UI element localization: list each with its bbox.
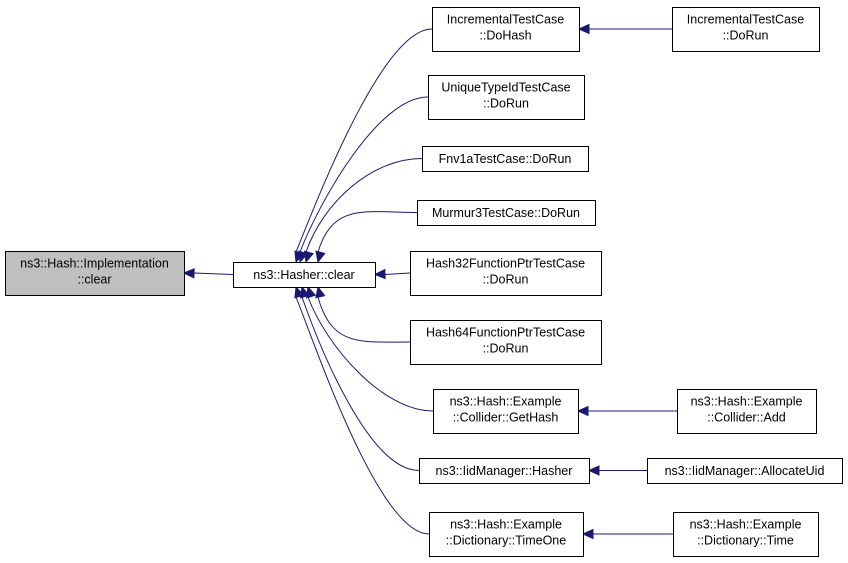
- call-edges: [182, 23, 677, 540]
- call-edge-h32_dorun-to-hasher_clear: [373, 268, 411, 280]
- node-h32_dorun[interactable]: Hash32FunctionPtrTestCase::DoRun: [410, 251, 602, 296]
- node-label: ns3::IidManager::Hasher: [436, 464, 573, 478]
- node-dict_timeone[interactable]: ns3::Hash::Example::Dictionary::TimeOne: [429, 512, 584, 557]
- node-label: UniqueTypeIdTestCase: [441, 81, 570, 95]
- node-label: ns3::Hasher::clear: [253, 268, 354, 282]
- node-box: [419, 458, 590, 484]
- node-label: ::DoRun: [483, 97, 529, 111]
- arrow-head-icon: [315, 250, 326, 264]
- node-label: ns3::Hash::Example: [450, 518, 562, 532]
- node-h64_dorun[interactable]: Hash64FunctionPtrTestCase::DoRun: [410, 320, 602, 365]
- node-inc_dohash[interactable]: IncrementalTestCase::DoHash: [432, 7, 580, 52]
- node-label: ::Collider::GetHash: [453, 411, 559, 425]
- node-label: ::DoHash: [479, 29, 531, 43]
- call-edge-hasher_clear-to-impl_clear: [182, 268, 234, 279]
- arrow-head-icon: [587, 465, 600, 476]
- node-box: [428, 75, 585, 120]
- call-edge-unique_dorun-to-hasher_clear: [298, 96, 429, 264]
- node-label: ns3::IidManager::AllocateUid: [665, 464, 825, 478]
- node-label: ns3::Hash::Implementation: [20, 257, 169, 271]
- arrow-head-icon: [294, 285, 305, 299]
- node-label: Hash32FunctionPtrTestCase: [426, 257, 585, 271]
- node-label: ::DoRun: [483, 273, 529, 287]
- node-label: Fnv1aTestCase::DoRun: [439, 152, 572, 166]
- node-box: [410, 320, 602, 365]
- arrow-head-icon: [182, 268, 195, 279]
- call-edge-dict_timeone-to-hasher_clear: [294, 285, 430, 535]
- node-label: ns3::Hash::Example: [691, 395, 803, 409]
- arrow-head-icon: [576, 405, 589, 417]
- node-iid_hasher[interactable]: ns3::IidManager::Hasher: [419, 458, 590, 484]
- node-box: [672, 7, 820, 52]
- node-label: Murmur3TestCase::DoRun: [432, 206, 580, 220]
- call-edge-iid_hasher-to-hasher_clear: [299, 285, 420, 471]
- node-box: [410, 251, 602, 296]
- node-label: IncrementalTestCase: [447, 13, 564, 27]
- call-edge-h64_dorun-to-hasher_clear: [315, 285, 411, 343]
- node-label: ::Collider::Add: [707, 411, 786, 425]
- edge-line: [317, 296, 411, 343]
- node-iid_allocate[interactable]: ns3::IidManager::AllocateUid: [647, 458, 843, 484]
- edge-line: [193, 272, 234, 275]
- call-edge-fnv_dorun-to-hasher_clear: [303, 158, 423, 264]
- node-label: ::DoRun: [483, 342, 529, 356]
- node-box: [433, 389, 579, 434]
- node-collider_add[interactable]: ns3::Hash::Example::Collider::Add: [677, 389, 817, 434]
- node-unique_dorun[interactable]: UniqueTypeIdTestCase::DoRun: [428, 75, 585, 120]
- node-box: [429, 512, 584, 557]
- call-edge-dict_time-to-dict_timeone: [581, 528, 673, 540]
- node-impl_clear[interactable]: ns3::Hash::Implementation::clear: [5, 251, 185, 296]
- edge-line: [305, 158, 423, 253]
- call-edge-murmur_dorun-to-hasher_clear: [315, 211, 418, 264]
- node-box: [422, 146, 589, 172]
- node-box: [233, 262, 376, 288]
- node-label: ::DoRun: [723, 29, 769, 43]
- node-label: ::Dictionary::Time: [697, 534, 794, 548]
- edge-line: [307, 296, 434, 412]
- edge-line: [295, 28, 433, 253]
- node-label: ns3::Hash::Example: [690, 518, 802, 532]
- edge-line: [295, 296, 430, 535]
- arrow-head-icon: [306, 285, 317, 299]
- node-box: [432, 7, 580, 52]
- node-fnv_dorun[interactable]: Fnv1aTestCase::DoRun: [422, 146, 589, 172]
- arrow-head-icon: [315, 285, 326, 299]
- node-dict_time[interactable]: ns3::Hash::Example::Dictionary::Time: [673, 512, 819, 557]
- arrow-head-icon: [373, 268, 386, 280]
- node-hasher_clear[interactable]: ns3::Hasher::clear: [233, 262, 376, 288]
- edge-line: [317, 211, 418, 253]
- arrow-head-icon: [303, 250, 314, 264]
- node-label: ::Dictionary::TimeOne: [446, 534, 566, 548]
- node-box: [417, 200, 596, 226]
- node-label: ns3::Hash::Example: [450, 395, 562, 409]
- node-label: ::clear: [77, 273, 111, 287]
- node-label: IncrementalTestCase: [687, 13, 804, 27]
- node-box: [647, 458, 843, 484]
- arrow-head-icon: [577, 23, 590, 35]
- node-inc_dorun[interactable]: IncrementalTestCase::DoRun: [672, 7, 820, 52]
- node-collider_gethash[interactable]: ns3::Hash::Example::Collider::GetHash: [433, 389, 579, 434]
- call-edge-inc_dorun-to-inc_dohash: [577, 23, 672, 35]
- edge-line: [384, 272, 411, 275]
- edge-line: [301, 296, 420, 471]
- edge-line: [299, 96, 429, 253]
- node-box: [673, 512, 819, 557]
- arrow-head-icon: [581, 528, 594, 540]
- node-box: [677, 389, 817, 434]
- node-label: Hash64FunctionPtrTestCase: [426, 326, 585, 340]
- node-box: [5, 251, 185, 296]
- call-edge-inc_dohash-to-hasher_clear: [294, 28, 433, 264]
- node-murmur_dorun[interactable]: Murmur3TestCase::DoRun: [417, 200, 596, 226]
- call-edge-iid_allocate-to-iid_hasher: [587, 465, 647, 476]
- call-edge-collider_add-to-collider_gethash: [576, 405, 677, 417]
